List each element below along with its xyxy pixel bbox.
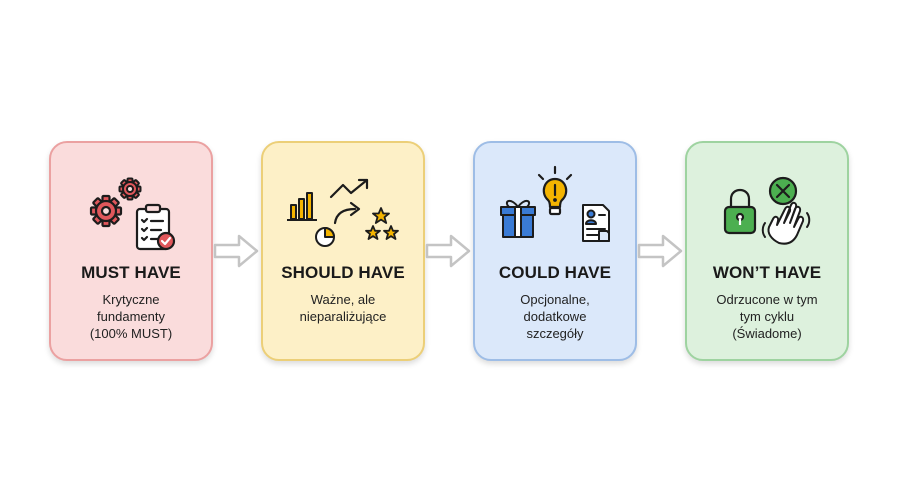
- gear-icon: [118, 177, 142, 201]
- card-title: WON’T HAVE: [712, 263, 822, 282]
- document-icon: [582, 204, 610, 242]
- could-have-icons: [500, 165, 610, 242]
- wont-have-icons: [723, 176, 811, 245]
- card-must-have: MUST HAVE Krytyczne fundamenty (100% MUS…: [49, 141, 213, 361]
- card-wont-have: WON’T HAVE Odrzucone w tym tym cyklu (Św…: [685, 141, 849, 361]
- card-description: Krytyczne fundamenty (100% MUST): [89, 292, 173, 341]
- bar-chart-icon: [287, 192, 317, 221]
- lock-icon: [723, 188, 757, 235]
- card-description: Odrzucone w tym tym cyklu (Świadome): [716, 292, 818, 341]
- should-have-icons: [287, 178, 399, 247]
- must-have-icons: [89, 177, 176, 251]
- card-description: Opcjonalne, dodatkowe szczegóły: [520, 292, 590, 341]
- card-could-have: COULD HAVE Opcjonalne, dodatkowe szczegó…: [473, 141, 637, 361]
- gift-icon: [500, 200, 536, 238]
- lightbulb-icon: [537, 165, 573, 216]
- stars-icon: [365, 207, 399, 240]
- arrow-right-icon: [213, 234, 259, 268]
- card-title: COULD HAVE: [498, 263, 612, 282]
- waving-hand-icon: [761, 201, 811, 245]
- card-description: Ważne, ale nieparaliżujące: [299, 292, 387, 324]
- gear-icon: [89, 194, 123, 228]
- card-title: SHOULD HAVE: [281, 263, 405, 282]
- curved-arrow-icon: [333, 201, 361, 225]
- card-title: MUST HAVE: [81, 263, 181, 282]
- pie-chart-icon: [315, 227, 335, 247]
- cancel-circle-icon: [768, 176, 798, 206]
- arrow-right-icon: [425, 234, 471, 268]
- arrow-right-icon: [637, 234, 683, 268]
- trend-line-icon: [329, 178, 369, 199]
- checklist-clipboard-icon: [135, 203, 176, 251]
- card-should-have: SHOULD HAVE Ważne, ale nieparaliżujące: [261, 141, 425, 361]
